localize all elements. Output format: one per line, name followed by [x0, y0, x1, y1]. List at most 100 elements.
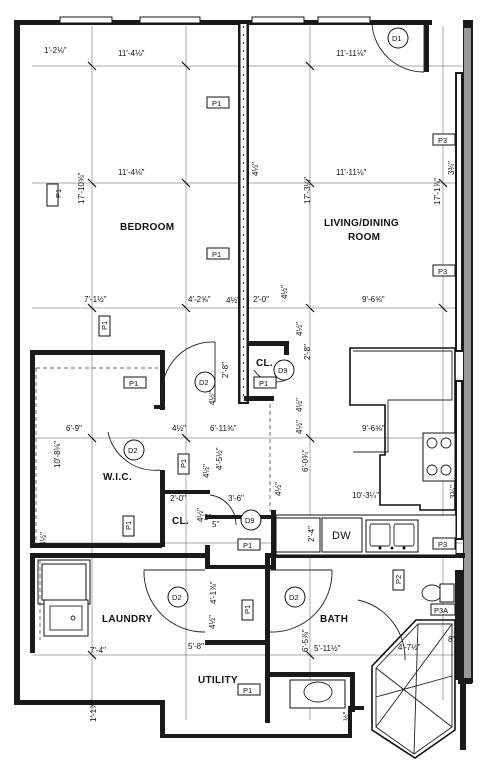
dimension-label: 6'-0¾": [301, 449, 310, 472]
dimension-ticks: [87, 61, 448, 660]
dimension-label: 2'-4": [307, 526, 316, 542]
partition-tag: P1: [237, 683, 261, 696]
svg-text:P1: P1: [179, 459, 188, 468]
door-tag-d2-bath: D2: [284, 586, 306, 608]
svg-text:P1: P1: [212, 99, 221, 108]
svg-text:P1: P1: [243, 605, 252, 614]
dimension-label: 17'-1⅞": [433, 178, 442, 205]
dimension-label: 11'-11⅛": [336, 49, 366, 58]
dimension-label: 17'-3¼": [303, 177, 312, 204]
kitchen: DW: [275, 347, 457, 556]
dimension-labels: 1'-2⅛" 11'-4⅛" 11'-11⅛" 11'-4⅛" 11'-11⅛"…: [39, 46, 458, 722]
dimension-label: 4½": [274, 482, 283, 496]
room-label-wic: W.I.C.: [103, 472, 132, 483]
room-label-closet-lower: CL.: [172, 516, 189, 527]
svg-text:P3: P3: [438, 267, 447, 276]
partition-tag: P1: [123, 376, 147, 389]
dimension-label: 6'-5⅞": [301, 629, 310, 652]
dimension-label: 2'-8": [303, 344, 312, 360]
partition-tag: P3: [432, 133, 456, 146]
room-label-bedroom: BEDROOM: [120, 222, 174, 233]
svg-text:P1: P1: [100, 321, 109, 330]
dimension-label: 11'-4⅛": [118, 168, 145, 177]
room-label-closet-upper: CL.: [256, 358, 273, 369]
dimension-label: ½": [342, 711, 351, 721]
partition-tag: P1: [46, 183, 63, 207]
partition-tag: P1: [253, 376, 277, 389]
door-tag-d2-bedroom: D2: [194, 371, 216, 393]
room-label-bath: BATH: [320, 614, 348, 625]
laundry-fixtures: [37, 559, 91, 640]
dimension-label: 4'-7½": [398, 643, 421, 652]
dimension-label: 11'-11⅛": [336, 168, 366, 177]
dimension-label: 3¾": [447, 161, 456, 175]
door-tag-d1: D1: [387, 27, 409, 49]
door-tag-d2-wic: D2: [123, 439, 145, 461]
partition-tag: P1: [177, 453, 190, 475]
dimension-label: 11'-4⅛": [118, 49, 145, 58]
dimension-label: 9'-6⅝": [362, 424, 385, 433]
toilet: [421, 584, 443, 602]
shower-enclosure: [371, 619, 456, 759]
dimension-label: 8": [448, 635, 455, 644]
bath-fixtures: [289, 583, 456, 759]
dimension-label: 5'-8": [188, 642, 204, 651]
svg-text:P1: P1: [212, 250, 221, 259]
dimension-label: 3'-6": [228, 494, 244, 503]
dishwasher-label: DW: [332, 530, 351, 542]
dimension-label: 2": [204, 513, 211, 522]
svg-text:P2: P2: [394, 575, 403, 584]
room-label-laundry: LAUNDRY: [102, 614, 153, 625]
dimension-label: 4½": [226, 296, 240, 305]
svg-text:P3: P3: [438, 136, 447, 145]
dimension-label: 3¾": [449, 485, 458, 499]
burner-icon: [440, 437, 452, 449]
dimension-label: 5'-11½": [314, 644, 341, 653]
dimension-label: 4½": [280, 285, 289, 299]
dimension-label: 2'-0": [170, 494, 186, 503]
dimension-label: 7'-4": [90, 646, 106, 655]
svg-text:P3: P3: [438, 540, 447, 549]
burner-icon: [426, 464, 438, 476]
partition-tag: P1: [237, 538, 261, 551]
interior-walls: [30, 20, 465, 723]
svg-text:P3A: P3A: [434, 606, 448, 615]
dimension-label: 6'-9": [66, 424, 82, 433]
lavatory: [303, 681, 333, 703]
dishwasher: [321, 517, 363, 553]
svg-text:P1: P1: [259, 379, 268, 388]
svg-text:D9: D9: [245, 516, 255, 525]
svg-text:D2: D2: [289, 593, 299, 602]
dimension-label: 6'-11⅝": [210, 424, 237, 433]
svg-text:P1: P1: [243, 541, 252, 550]
partition-tag: P3A: [430, 603, 456, 616]
partition-tag: P1: [122, 515, 135, 537]
svg-text:D2: D2: [199, 378, 209, 387]
dimension-label: 5": [212, 520, 219, 529]
burner-icon: [426, 437, 438, 449]
dimension-label: 4½": [295, 398, 304, 412]
partition-tag: P1: [98, 315, 111, 337]
door-tag-d9-closet: D9: [273, 359, 295, 381]
dimension-label: 4½": [196, 508, 205, 522]
svg-text:D2: D2: [172, 593, 182, 602]
dimension-label: 4'-5½": [215, 447, 224, 470]
partition-tags: P1 P1 P1 P1 P1 P1 P1 P1 P1 P1 P1 P2 P3 P…: [46, 96, 456, 696]
partition-tag: P1: [241, 599, 254, 621]
dimension-label: 4½": [208, 391, 217, 405]
partition-tag: P1: [206, 247, 230, 260]
dimension-label: 10'-3¼": [352, 491, 379, 500]
dimension-label: 4½": [172, 424, 186, 433]
dimension-label: 1'-1⅞": [89, 699, 98, 722]
dimension-label: 10'-8⅛": [53, 441, 62, 468]
dimension-label: 17'-10⅝": [77, 172, 86, 204]
partition-tag: P1: [206, 96, 230, 109]
svg-text:P1: P1: [129, 379, 138, 388]
dimension-label: 4½": [202, 464, 211, 478]
dimension-label: 4'-1⅞": [209, 581, 218, 604]
dimension-label: 4½": [251, 162, 260, 176]
dimension-label: 2'-0": [253, 295, 269, 304]
svg-text:D9: D9: [278, 366, 288, 375]
laundry-sink: [43, 599, 89, 637]
